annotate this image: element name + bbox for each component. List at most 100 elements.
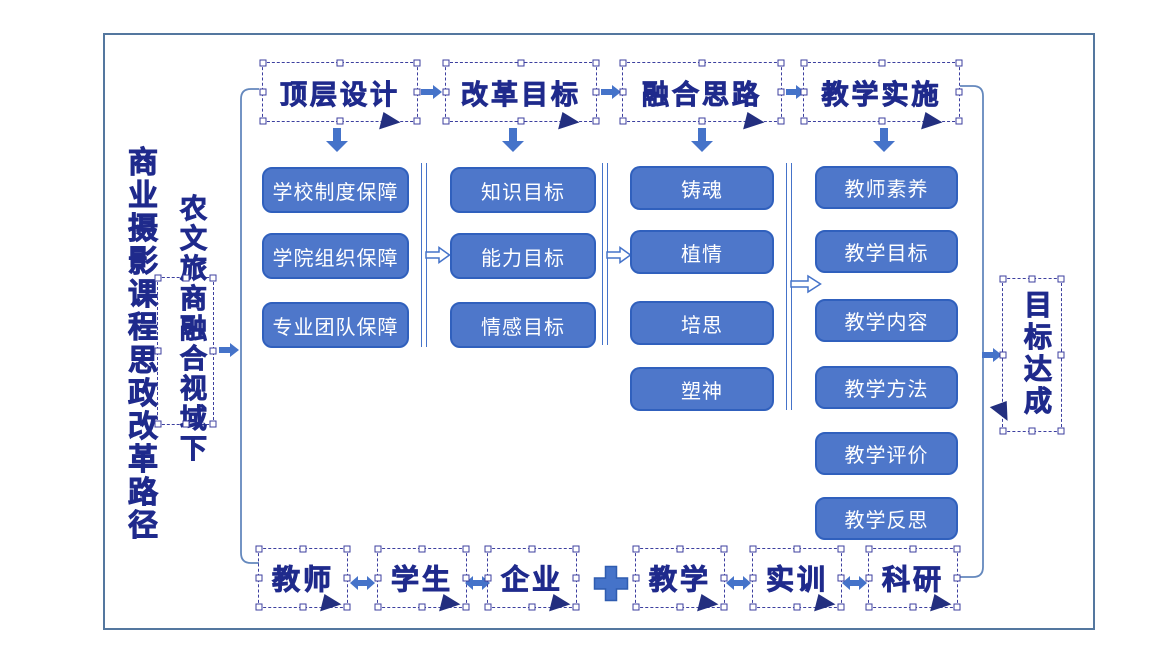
selection-handle[interactable] [793, 603, 801, 611]
selection-handle[interactable] [259, 117, 267, 125]
selection-handle[interactable] [865, 574, 873, 582]
bottom-item-teacher[interactable]: 教师 [255, 545, 351, 611]
selection-handle[interactable] [259, 59, 267, 67]
selection-handle[interactable] [442, 117, 450, 125]
selection-handle[interactable] [182, 420, 189, 428]
selection-handle[interactable] [209, 274, 217, 282]
selection-handle[interactable] [343, 574, 351, 582]
selection-handle[interactable] [676, 603, 684, 611]
goal-selection-box[interactable] [999, 275, 1065, 435]
selection-handle[interactable] [299, 545, 307, 553]
selection-handle[interactable] [209, 420, 217, 428]
selection-handle[interactable] [749, 574, 757, 582]
goal-label[interactable]: 目标达成 [1021, 290, 1053, 419]
selection-handle[interactable] [953, 574, 961, 582]
selection-handle[interactable] [865, 603, 873, 611]
selection-handle[interactable] [517, 59, 525, 67]
selection-handle[interactable] [777, 59, 785, 67]
selection-handle[interactable] [955, 88, 963, 96]
selection-handle[interactable] [572, 574, 580, 582]
selection-handle[interactable] [999, 427, 1007, 435]
left-sub-title[interactable]: 农文旅商融合视域下 [176, 194, 207, 465]
selection-handle[interactable] [999, 351, 1007, 359]
selection-handle[interactable] [442, 88, 450, 96]
bottom-item-research[interactable]: 科研 [865, 545, 961, 611]
selection-handle[interactable] [592, 117, 600, 125]
selection-handle[interactable] [619, 88, 627, 96]
selection-handle[interactable] [154, 347, 162, 355]
selection-handle[interactable] [336, 59, 344, 67]
selection-handle[interactable] [154, 420, 162, 428]
selection-handle[interactable] [413, 88, 421, 96]
idea-box-zhuhun[interactable]: 铸魂 [630, 166, 774, 210]
selection-handle[interactable] [1028, 275, 1036, 283]
selection-handle[interactable] [592, 59, 600, 67]
selection-handle[interactable] [878, 117, 885, 125]
selection-handle[interactable] [878, 59, 885, 67]
selection-handle[interactable] [837, 574, 845, 582]
selection-handle[interactable] [953, 603, 961, 611]
selection-handle[interactable] [999, 275, 1007, 283]
selection-handle[interactable] [209, 347, 217, 355]
selection-handle[interactable] [255, 574, 263, 582]
top-flow-item-gaige[interactable]: 改革目标 [442, 59, 600, 125]
teaching-box-neirong[interactable]: 教学内容 [815, 299, 958, 342]
left-subtitle-selection-box[interactable] [154, 274, 217, 428]
selection-handle[interactable] [182, 274, 189, 282]
selection-handle[interactable] [1057, 427, 1065, 435]
target-box-emotion[interactable]: 情感目标 [450, 302, 596, 348]
guarantee-box-school[interactable]: 学校制度保障 [262, 167, 409, 213]
selection-handle[interactable] [909, 545, 917, 553]
selection-handle[interactable] [592, 88, 600, 96]
selection-handle[interactable] [442, 59, 450, 67]
selection-handle[interactable] [698, 59, 706, 67]
selection-handle[interactable] [837, 545, 845, 553]
left-main-title[interactable]: 商业摄影课程思政改革路径 [123, 146, 157, 543]
teaching-box-mubiao[interactable]: 教学目标 [815, 230, 958, 273]
selection-handle[interactable] [259, 88, 267, 96]
selection-handle[interactable] [418, 603, 426, 611]
selection-handle[interactable] [720, 545, 728, 553]
selection-handle[interactable] [413, 117, 421, 125]
selection-handle[interactable] [484, 574, 492, 582]
selection-handle[interactable] [517, 117, 525, 125]
selection-handle[interactable] [632, 574, 640, 582]
guarantee-box-team[interactable]: 专业团队保障 [262, 302, 409, 348]
teaching-box-fangfa[interactable]: 教学方法 [815, 366, 958, 409]
selection-handle[interactable] [619, 117, 627, 125]
idea-box-peisi[interactable]: 培思 [630, 301, 774, 345]
selection-handle[interactable] [462, 574, 470, 582]
selection-handle[interactable] [720, 574, 728, 582]
selection-handle[interactable] [413, 59, 421, 67]
selection-handle[interactable] [528, 603, 536, 611]
top-flow-item-ronghe[interactable]: 融合思路 [619, 59, 785, 125]
selection-handle[interactable] [255, 545, 263, 553]
guarantee-box-college[interactable]: 学院组织保障 [262, 233, 409, 279]
selection-handle[interactable] [632, 545, 640, 553]
selection-handle[interactable] [299, 603, 307, 611]
selection-handle[interactable] [484, 545, 492, 553]
selection-handle[interactable] [953, 545, 961, 553]
selection-handle[interactable] [462, 603, 470, 611]
selection-handle[interactable] [374, 545, 382, 553]
selection-handle[interactable] [909, 603, 917, 611]
selection-handle[interactable] [793, 545, 801, 553]
selection-handle[interactable] [528, 545, 536, 553]
selection-handle[interactable] [698, 117, 706, 125]
selection-handle[interactable] [336, 117, 344, 125]
top-flow-item-jiaoxue[interactable]: 教学实施 [800, 59, 963, 125]
selection-handle[interactable] [374, 603, 382, 611]
selection-handle[interactable] [572, 545, 580, 553]
selection-handle[interactable] [374, 574, 382, 582]
bottom-item-student[interactable]: 学生 [374, 545, 470, 611]
selection-handle[interactable] [865, 545, 873, 553]
selection-handle[interactable] [255, 603, 263, 611]
bottom-item-teaching[interactable]: 教学 [632, 545, 728, 611]
selection-handle[interactable] [749, 545, 757, 553]
selection-handle[interactable] [676, 545, 684, 553]
teaching-box-suyang[interactable]: 教师素养 [815, 166, 958, 209]
bottom-item-enterprise[interactable]: 企业 [484, 545, 580, 611]
target-box-ability[interactable]: 能力目标 [450, 233, 596, 279]
selection-handle[interactable] [720, 603, 728, 611]
selection-handle[interactable] [343, 545, 351, 553]
